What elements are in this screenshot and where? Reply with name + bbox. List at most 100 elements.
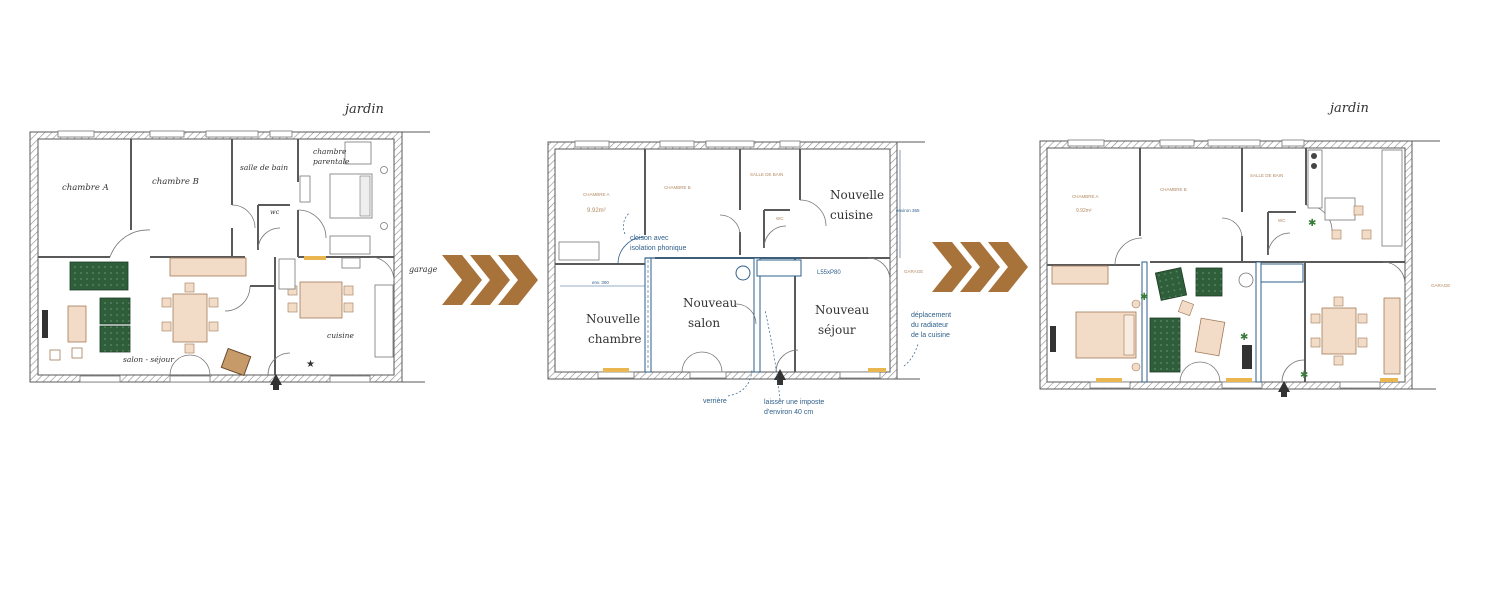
plan1-radiator	[299, 175, 311, 203]
plan3-entrance-arrow-icon	[1278, 381, 1290, 397]
plan1-window	[205, 130, 259, 138]
plan1-window	[57, 130, 95, 138]
plan3-tv	[1242, 345, 1252, 369]
plan3-pillow	[1123, 314, 1135, 356]
plan3-stove-icon	[1238, 272, 1254, 288]
plan3-sideboard	[1383, 297, 1401, 375]
plan2-leader-lines	[623, 211, 919, 401]
chevron-right-icon	[932, 242, 972, 292]
plan1-pouf	[71, 347, 83, 359]
plan2-stove-icon	[735, 265, 751, 281]
plan3-kitchen-table	[1324, 197, 1356, 221]
plan1-garage-label: garage	[409, 265, 438, 274]
plan1-armchair-wood	[220, 347, 252, 377]
plan3-plant-icon: ✱	[1308, 218, 1316, 229]
plan-after: ✱ ✱ ✱ ✱ jardin	[1039, 101, 1450, 397]
plan2-kitchen-label-1: Nouvelle	[830, 188, 884, 202]
transition-arrows-1	[442, 255, 538, 305]
plan1-window	[149, 130, 185, 138]
plan3-stove-icon	[1311, 153, 1317, 159]
plan1-star-icon: ★	[306, 359, 315, 370]
plan2-new-salon-label-1: Nouveau	[683, 296, 737, 310]
plan2-new-sejour-label-1: Nouveau	[815, 303, 869, 317]
plan1-entrance-arrow-icon	[270, 374, 282, 390]
plan2-wall-note-right: environ 365	[896, 208, 920, 213]
plan1-room-b-label: chambre B	[152, 177, 199, 187]
plan3-room-a-label: CHAMBRE A	[1072, 194, 1099, 199]
plan3-lamp-icon	[1131, 299, 1141, 309]
plan2-garage-label: GARAGE	[904, 269, 923, 274]
plan2-new-salon-label-2: salon	[688, 316, 720, 330]
plan1-window	[329, 375, 371, 383]
plan3-kitchen-chair	[1331, 229, 1342, 240]
plan2-radiator-window	[603, 368, 629, 372]
plan1-master-label-1: chambre	[313, 147, 347, 156]
plan3-garage-label: GARAGE	[1431, 283, 1450, 288]
plan3-doors	[1114, 204, 1406, 383]
plan3-dining-table	[1321, 307, 1357, 355]
plan3-plant-icon: ✱	[1140, 292, 1148, 303]
plan1-armchair	[99, 325, 131, 353]
plan2-radiator-note-2: du radiateur	[911, 322, 949, 329]
plan3-glass-walls	[1141, 261, 1304, 383]
chevron-right-icon	[498, 255, 538, 305]
plan1-wardrobe	[329, 235, 371, 255]
plan1-pouf	[49, 349, 61, 361]
plan2-room-b-label: CHAMBRE B	[664, 185, 691, 190]
plan2-room-a-label: CHAMBRE A	[583, 192, 610, 197]
plan2-wall-note-left: env. 300	[592, 280, 609, 285]
plan2-dimension-tag: L55xP80	[817, 270, 841, 276]
plan1-kitchen-counter	[374, 284, 394, 358]
plan2-wc-label: WC	[776, 216, 784, 221]
chevron-right-icon	[988, 242, 1028, 292]
plan2-partition-note-1: cloison avec	[630, 235, 669, 242]
plan1-window	[269, 130, 293, 138]
plan3-plant-icon: ✱	[1240, 332, 1248, 343]
chevron-right-icon	[960, 242, 1000, 292]
plan1-lamp-icon	[380, 166, 388, 174]
plan3-tv	[1050, 326, 1056, 352]
plan1-window	[169, 375, 211, 383]
plan-before: ★ jardin chambre A chambre B salle de ba…	[29, 102, 438, 390]
plan2-interior	[554, 148, 891, 373]
chevron-right-icon	[442, 255, 482, 305]
plan1-interior-walls	[38, 139, 394, 375]
plan1-lamp-icon	[380, 222, 388, 230]
plan2-bath-label: SALLE DE BAIN	[750, 172, 783, 177]
plan2-windows	[574, 140, 881, 379]
plan2-imposte-note-1: laisser une imposte	[764, 399, 824, 406]
plan1-pillow	[359, 175, 371, 217]
plan1-sideboard	[169, 257, 247, 277]
transition-arrows-2	[932, 242, 1028, 292]
plan3-room-a-area: 9.92m²	[1076, 208, 1092, 214]
plan1-window	[79, 375, 121, 383]
plan2-new-room-label-1: Nouvelle	[586, 312, 640, 326]
plan3-garden-label: jardin	[1327, 101, 1369, 116]
plan1-garden-label: jardin	[342, 102, 384, 117]
plan2-room-a-area: 9.92m²	[587, 208, 606, 214]
plan1-kitchen-chairs	[287, 285, 354, 313]
plan2-glass-roof-panel	[756, 259, 802, 277]
plan1-tv	[42, 310, 48, 338]
plan1-room-a-label: chambre A	[62, 183, 109, 193]
plan3-room-b-label: CHAMBRE B	[1160, 187, 1187, 192]
plan1-kitchen-table	[299, 281, 343, 319]
plan2-new-room-label-2: chambre	[588, 332, 642, 346]
plan1-living-label: salon - séjour	[123, 355, 174, 364]
plan3-bath-label: SALLE DE BAIN	[1250, 173, 1283, 178]
plan1-kitchen-label: cuisine	[327, 331, 355, 340]
plan2-doors	[617, 199, 891, 373]
plan1-armchair	[99, 297, 131, 325]
plan1-coffee-table	[67, 305, 87, 343]
plan1-doors	[109, 204, 395, 376]
plan1-cabinet	[341, 257, 361, 269]
plan2-imposte-note-2: d'environ 40 cm	[764, 409, 813, 416]
plan3-kitchen-counter	[1381, 149, 1403, 247]
plan3-plant-icon: ✱	[1300, 370, 1308, 381]
plan2-new-partitions	[644, 257, 802, 373]
plan3-wc-label: WC	[1278, 218, 1286, 223]
plan1-radiator-window	[304, 256, 326, 260]
plan3-kitchen-chair	[1353, 205, 1364, 216]
plan2-wardrobe	[558, 241, 600, 261]
